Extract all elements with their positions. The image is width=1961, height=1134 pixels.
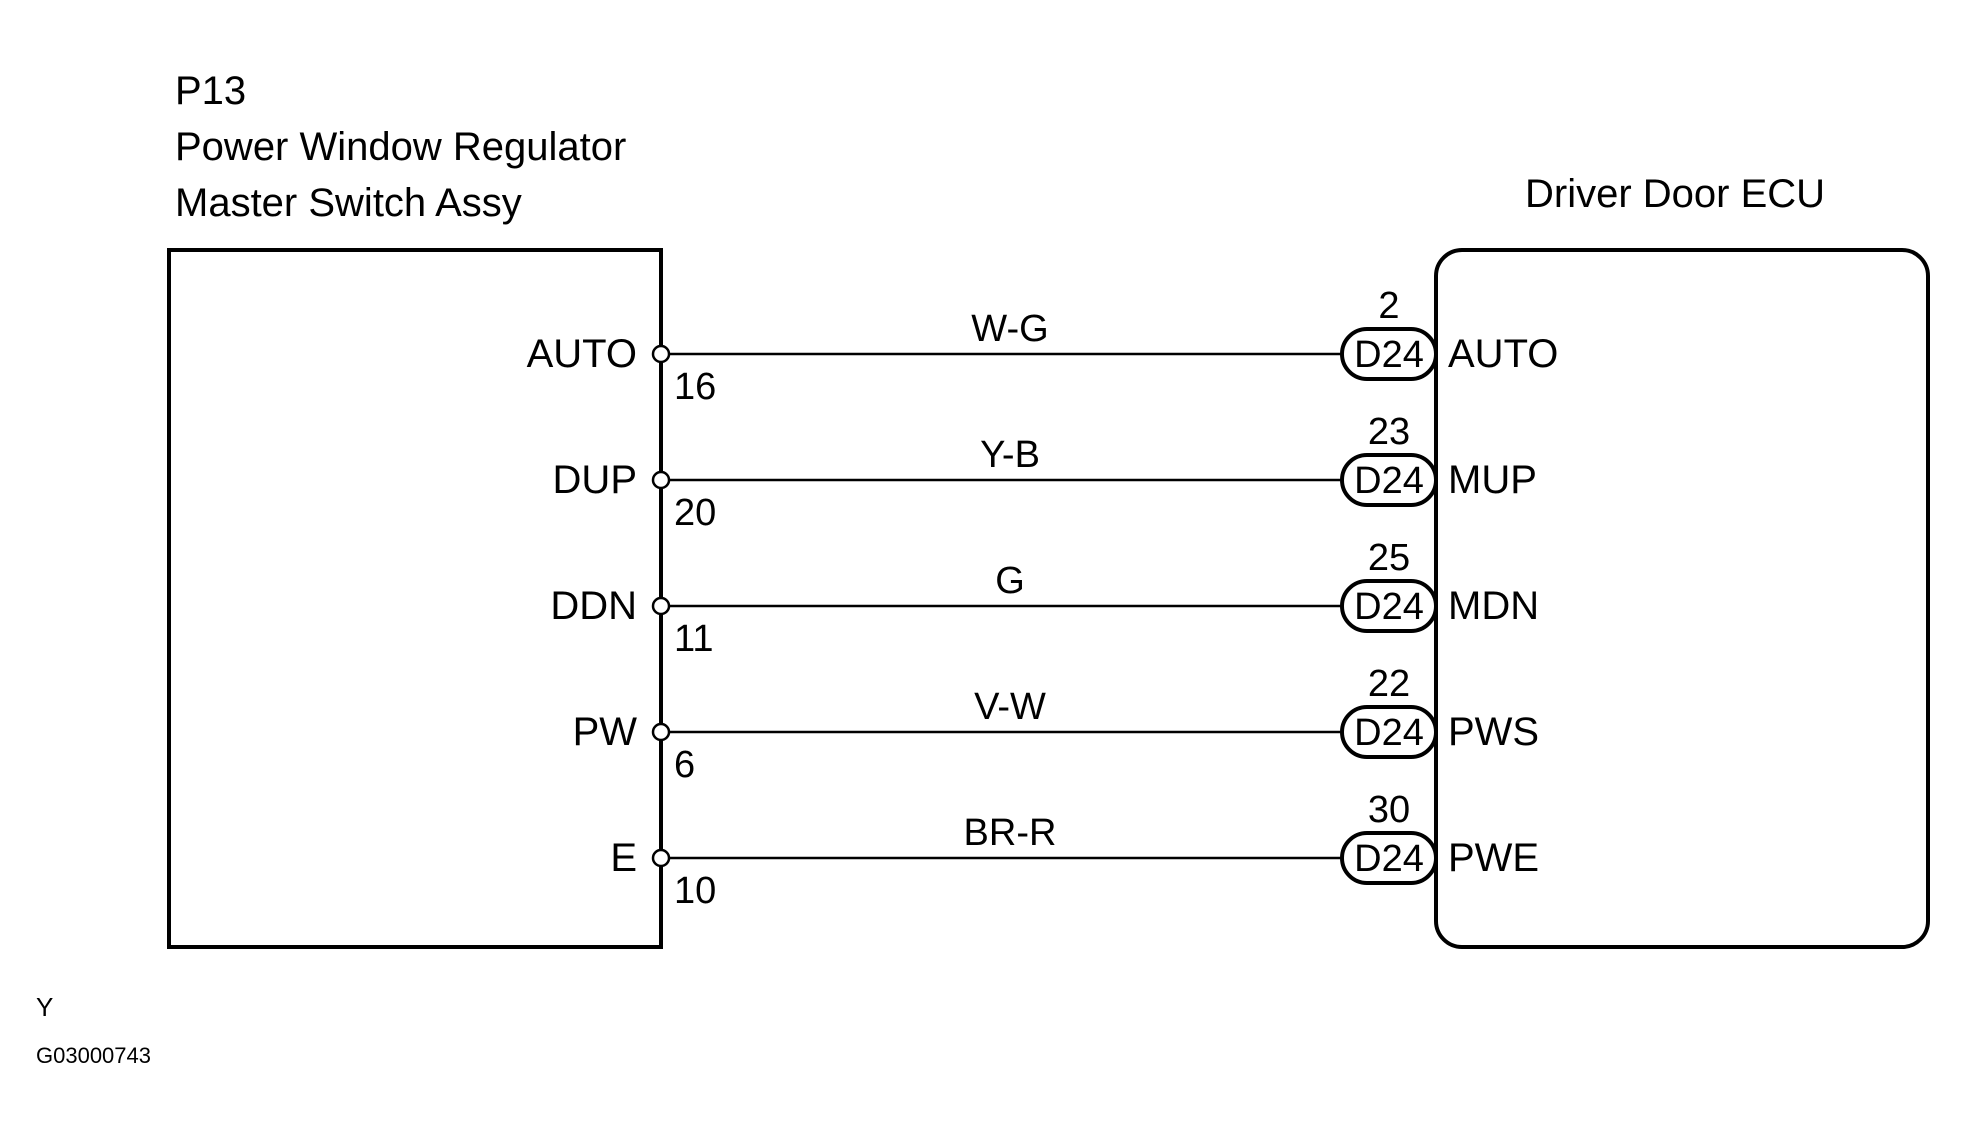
- right-terminal-label: AUTO: [1448, 332, 1558, 376]
- right-pin-number: 22: [1368, 663, 1410, 705]
- left-terminal-label: AUTO: [527, 332, 637, 376]
- wire-color-label: Y-B: [980, 434, 1040, 476]
- terminal-circle: [651, 344, 671, 364]
- wire-color-label: G: [995, 560, 1025, 602]
- left-pin-number: 16: [674, 366, 716, 408]
- wire-color-label: V-W: [974, 686, 1046, 728]
- left-pin-number: 6: [674, 744, 695, 786]
- wire-color-label: W-G: [971, 308, 1048, 350]
- left-terminal-label: E: [610, 836, 637, 880]
- left-component-name-line2: Master Switch Assy: [175, 181, 522, 225]
- left-pin-number: 11: [674, 618, 713, 660]
- connector-capsule: [1340, 327, 1438, 381]
- connector-capsule: [1340, 831, 1438, 885]
- right-pin-number: 23: [1368, 411, 1410, 453]
- connector-code: D24: [1354, 712, 1424, 754]
- connector-code: D24: [1354, 838, 1424, 880]
- wire-color-label: BR-R: [964, 812, 1057, 854]
- right-pin-number: 25: [1368, 537, 1410, 579]
- right-terminal-label: MDN: [1448, 584, 1539, 628]
- left-component-code: P13: [175, 69, 246, 113]
- connector-code: D24: [1354, 334, 1424, 376]
- right-pin-number: 2: [1378, 285, 1399, 327]
- connector-code: D24: [1354, 460, 1424, 502]
- right-terminal-label: PWE: [1448, 836, 1539, 880]
- connector-code: D24: [1354, 586, 1424, 628]
- terminal-circle: [651, 470, 671, 490]
- terminal-circle: [651, 848, 671, 868]
- right-pin-number: 30: [1368, 789, 1410, 831]
- right-terminal-label: PWS: [1448, 710, 1539, 754]
- left-terminal-label: DUP: [553, 458, 637, 502]
- connector-capsule: [1340, 453, 1438, 507]
- connector-capsule: [1340, 705, 1438, 759]
- left-terminal-label: DDN: [550, 584, 637, 628]
- right-component-name: Driver Door ECU: [1525, 172, 1825, 216]
- footer-letter: Y: [36, 992, 53, 1022]
- right-terminal-label: MUP: [1448, 458, 1537, 502]
- left-component-name-line1: Power Window Regulator: [175, 125, 626, 169]
- left-terminal-label: PW: [573, 710, 638, 754]
- figure-id: G03000743: [36, 1043, 151, 1068]
- connector-capsule: [1340, 579, 1438, 633]
- left-pin-number: 10: [674, 870, 716, 912]
- left-pin-number: 20: [674, 492, 716, 534]
- terminal-circle: [651, 722, 671, 742]
- terminal-circle: [651, 596, 671, 616]
